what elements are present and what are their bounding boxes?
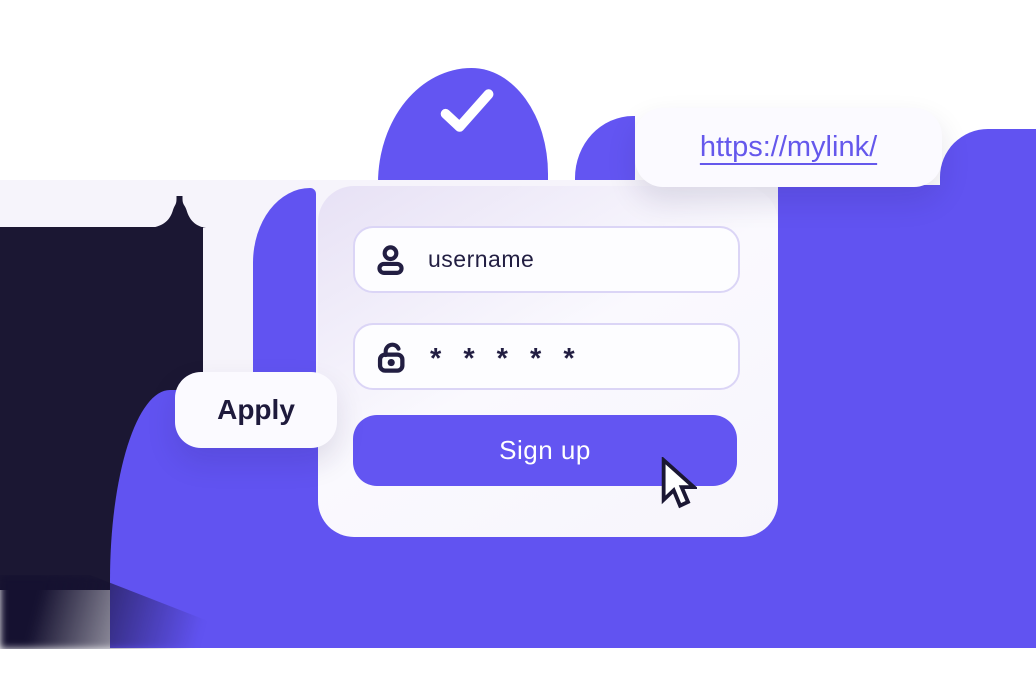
small-mound-shape [575,116,635,183]
username-input[interactable]: username [353,226,740,293]
cursor-arrow-icon [661,457,697,509]
password-input[interactable]: * * * * * [353,323,740,390]
apply-pill-label: Apply [217,394,295,425]
checkmark-icon [440,89,494,132]
checkmark-mound-shape [378,68,548,183]
signup-card: username * * * * * Sign up [318,186,778,537]
user-icon [377,245,404,275]
browser-link-pill[interactable]: https://mylink/ [635,108,942,187]
apply-pill[interactable]: Apply [175,372,337,448]
dome-spire-silhouette [150,196,206,228]
password-masked-value: * * * * * [430,343,582,375]
username-placeholder: username [428,246,535,272]
lock-open-icon [377,342,405,373]
mylink-url[interactable]: https://mylink/ [699,131,878,163]
signup-button-label: Sign up [499,435,591,465]
